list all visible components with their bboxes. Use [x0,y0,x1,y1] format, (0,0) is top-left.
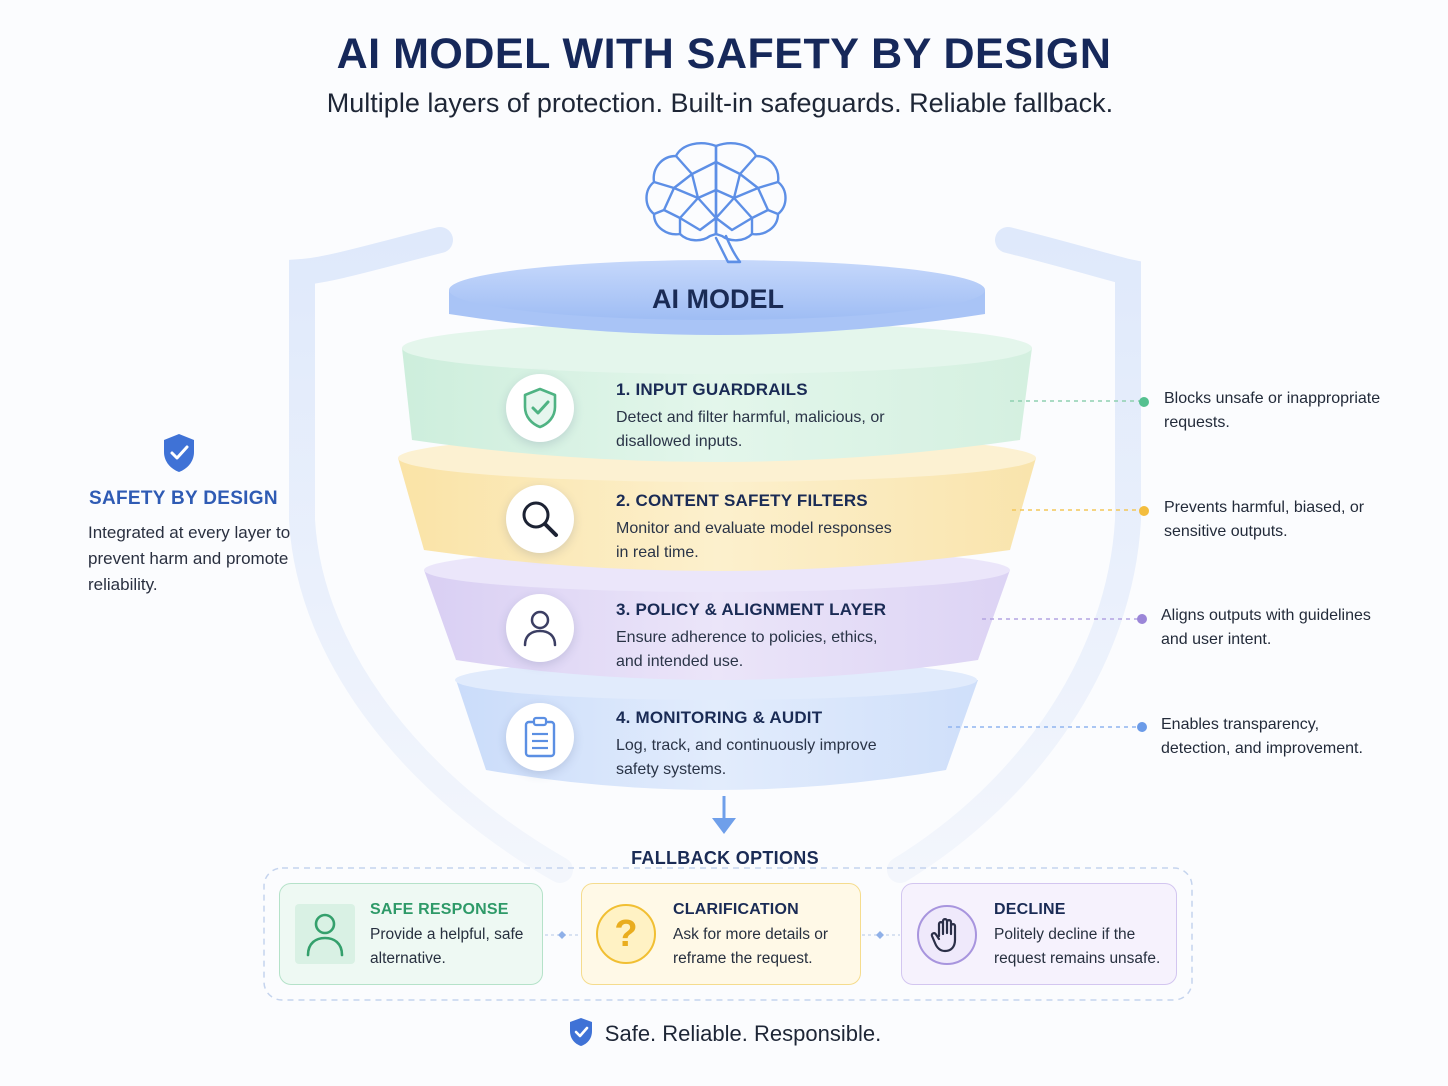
fallback-card-clarification: ? CLARIFICATION Ask for more details or … [581,883,861,985]
footer-text: Safe. Reliable. Responsible. [604,1021,882,1046]
layer-4-icon-badge [506,703,574,771]
safe-response-title: SAFE RESPONSE [370,901,509,918]
question-icon: ? [596,904,656,964]
layer-2-desc: Monitor and evaluate model responses in … [616,520,892,561]
layer-2-note-dot [1139,506,1149,516]
magnifier-icon [522,501,558,537]
layer-3-icon-badge [506,594,574,662]
shield-outline [289,227,1141,883]
ai-model-label: AI MODEL [652,284,784,314]
decline-text: DECLINE Politely decline if the request … [994,901,1176,971]
fallback-title: FALLBACK OPTIONS [631,848,819,868]
hand-stop-icon [917,905,977,965]
layer-1-desc: Detect and filter harmful, malicious, or… [616,409,885,450]
layer-3-text: 3. POLICY & ALIGNMENT LAYER Ensure adher… [616,600,896,674]
layer-4-title: 4. MONITORING & AUDIT [616,708,823,727]
person-icon [306,913,344,957]
decline-title: DECLINE [994,901,1066,918]
shield-check-icon [569,1018,592,1046]
layer-4-desc: Log, track, and continuously improve saf… [616,737,877,778]
clipboard-icon [524,716,556,758]
fallback-card-safe-response: SAFE RESPONSE Provide a helpful, safe al… [279,883,543,985]
fallback-card-decline: DECLINE Politely decline if the request … [901,883,1177,985]
safe-response-icon-badge [295,904,355,964]
layer-4-note: Enables transparency, detection, and imp… [1161,716,1363,757]
safe-response-desc: Provide a helpful, safe alternative. [370,926,524,967]
layer-3-note: Aligns outputs with guidelines and user … [1161,607,1371,648]
layer-3-desc: Ensure adherence to policies, ethics, an… [616,629,878,670]
clarification-text: CLARIFICATION Ask for more details or re… [673,901,859,971]
layer-4-text: 4. MONITORING & AUDIT Log, track, and co… [616,708,896,782]
layer-4-note-dot [1137,722,1147,732]
side-title: SAFETY BY DESIGN [89,488,278,509]
page-subtitle: Multiple layers of protection. Built-in … [326,88,1114,118]
shield-check-icon [523,387,557,429]
layer-2-icon-badge [506,485,574,553]
down-arrow-icon [712,796,736,834]
layer-1-title: 1. INPUT GUARDRAILS [616,380,808,399]
decline-desc: Politely decline if the request remains … [994,926,1161,967]
layer-1-note-dot [1139,397,1149,407]
layer-3-title: 3. POLICY & ALIGNMENT LAYER [616,600,887,619]
layer-1-text: 1. INPUT GUARDRAILS Detect and filter ha… [616,380,896,454]
layer-2-title: 2. CONTENT SAFETY FILTERS [616,491,868,510]
brain-icon [645,142,787,264]
layer-2-text: 2. CONTENT SAFETY FILTERS Monitor and ev… [616,491,896,565]
page-title: AI MODEL WITH SAFETY BY DESIGN [336,30,1112,78]
layer-1-note: Blocks unsafe or inappropriate requests. [1164,390,1381,431]
person-icon [523,610,557,647]
clarification-desc: Ask for more details or reframe the requ… [673,926,829,967]
clarification-title: CLARIFICATION [673,901,799,918]
shield-check-icon [164,434,194,472]
footer: Safe. Reliable. Responsible. [0,1016,1448,1048]
side-desc: Integrated at every layer to prevent har… [88,523,291,594]
layer-2-note: Prevents harmful, biased, or sensitive o… [1164,499,1365,540]
safe-response-text: SAFE RESPONSE Provide a helpful, safe al… [370,901,540,971]
layer-3-note-dot [1137,614,1147,624]
layer-1-icon-badge [506,374,574,442]
